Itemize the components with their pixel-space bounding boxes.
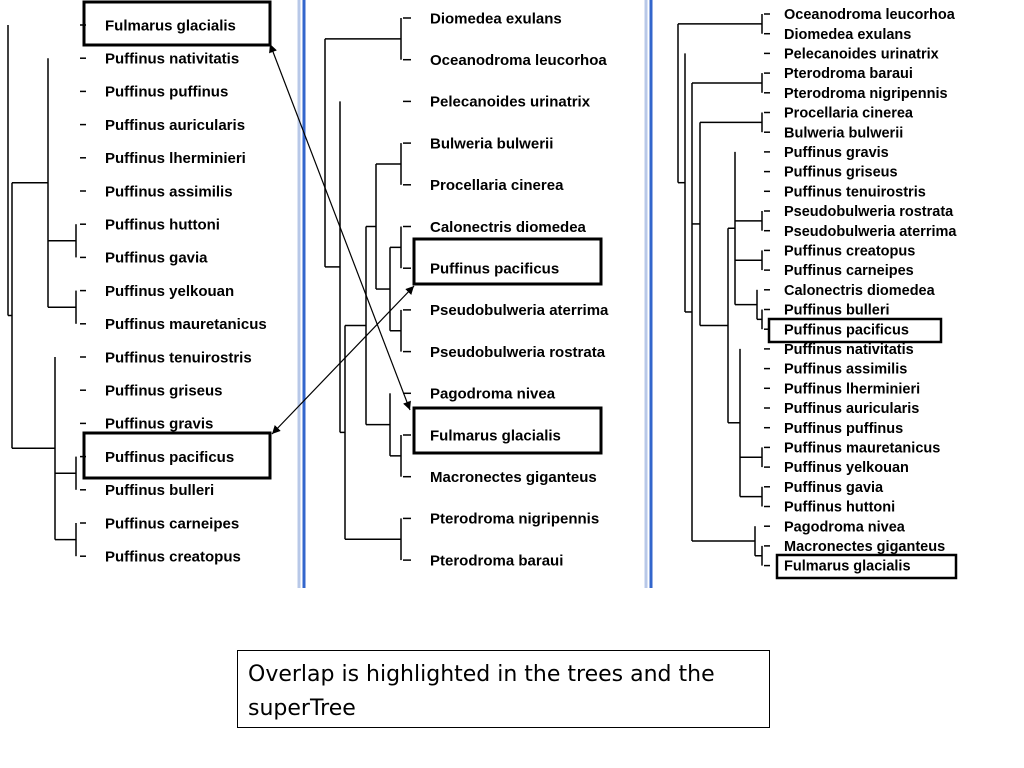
arrow-pacificus-correspondence [271,285,415,435]
taxon-label: Puffinus creatopus [784,243,915,259]
taxon-label: Calonectris diomedea [784,283,936,299]
taxon-label: Bulweria bulwerii [784,125,903,141]
taxon-label: Puffinus pacificus [105,449,234,466]
taxon-label: Puffinus carneipes [105,515,239,532]
taxon-label: Puffinus tenuirostris [784,184,926,200]
taxon-label: Puffinus bulleri [784,303,890,319]
taxon-label: Pseudobulweria rostrata [784,204,954,220]
highlight-box-fulmarus-glacialis [775,553,958,580]
taxon-label: Puffinus auricularis [105,117,245,134]
taxon-label: Fulmarus glacialis [105,17,236,34]
taxon-label: Puffinus gavia [784,480,884,496]
taxon-label: Pseudobulweria aterrima [784,224,957,240]
taxon-label: Puffinus pacificus [784,322,909,338]
taxon-label: Puffinus puffinus [784,421,903,437]
highlight-box-puffinus-pacificus [412,237,603,286]
taxon-label: Puffinus griseus [784,165,898,181]
taxon-label: Puffinus huttoni [784,500,895,516]
highlight-box-puffinus-pacificus [82,431,272,480]
taxon-label: Puffinus gavia [105,250,208,267]
taxon-label: Puffinus pacificus [430,260,559,277]
caption-text: Overlap is highlighted in the trees and … [248,662,715,721]
taxon-label: Puffinus assimilis [784,362,907,378]
taxon-label: Bulweria bulwerii [430,135,553,152]
taxon-label: Puffinus puffinus [105,84,228,101]
taxon-label: Pterodroma baraui [784,66,913,82]
taxon-label: Puffinus griseus [105,382,223,399]
taxon-label: Pterodroma nigripennis [784,86,948,102]
taxon-label: Puffinus auricularis [784,401,919,417]
taxon-label: Pseudobulweria rostrata [430,344,606,361]
taxon-label: Puffinus assimilis [105,183,233,200]
taxon-label: Puffinus yelkouan [105,283,234,300]
taxon-label: Puffinus mauretanicus [105,316,267,333]
taxon-label: Procellaria cinerea [430,177,564,194]
taxon-label: Oceanodroma leucorhoa [430,52,607,69]
taxon-label: Puffinus mauretanicus [784,440,940,456]
caption-box: Overlap is highlighted in the trees and … [237,650,770,728]
highlight-box-fulmarus-glacialis [412,406,603,455]
taxon-label: Macronectes giganteus [784,539,945,555]
taxon-label: Puffinus lherminieri [105,150,246,167]
highlight-box-fulmarus-glacialis [82,0,272,47]
taxon-label: Puffinus nativitatis [784,342,914,358]
taxon-label: Puffinus huttoni [105,216,220,233]
taxon-label: Pagodroma nivea [430,386,556,403]
taxon-label: Puffinus gravis [105,416,213,433]
taxon-label: Puffinus carneipes [784,263,914,279]
taxon-label: Diomedea exulans [784,27,911,43]
taxon-label: Puffinus creatopus [105,548,241,565]
taxon-label: Pseudobulweria aterrima [430,302,609,319]
taxon-label: Diomedea exulans [430,10,562,27]
taxon-label: Puffinus nativitatis [105,50,239,67]
taxon-label: Puffinus lherminieri [784,381,920,397]
taxon-label: Pelecanoides urinatrix [784,46,939,62]
taxon-label: Fulmarus glacialis [430,427,561,444]
taxon-label: Fulmarus glacialis [784,559,911,575]
taxon-label: Pterodroma nigripennis [430,511,599,528]
taxon-label: Puffinus yelkouan [784,460,909,476]
taxon-label: Pagodroma nivea [784,519,906,535]
taxon-label: Macronectes giganteus [430,469,597,486]
taxon-label: Calonectris diomedea [430,219,587,236]
taxon-label: Pterodroma baraui [430,552,563,569]
taxon-label: Oceanodroma leucorhoa [784,7,956,23]
taxon-label: Puffinus tenuirostris [105,349,252,366]
taxon-label: Puffinus gravis [784,145,889,161]
taxon-label: Procellaria cinerea [784,106,914,122]
taxon-label: Puffinus bulleri [105,482,214,499]
taxon-label: Pelecanoides urinatrix [430,94,591,111]
highlight-box-puffinus-pacificus [767,317,943,344]
